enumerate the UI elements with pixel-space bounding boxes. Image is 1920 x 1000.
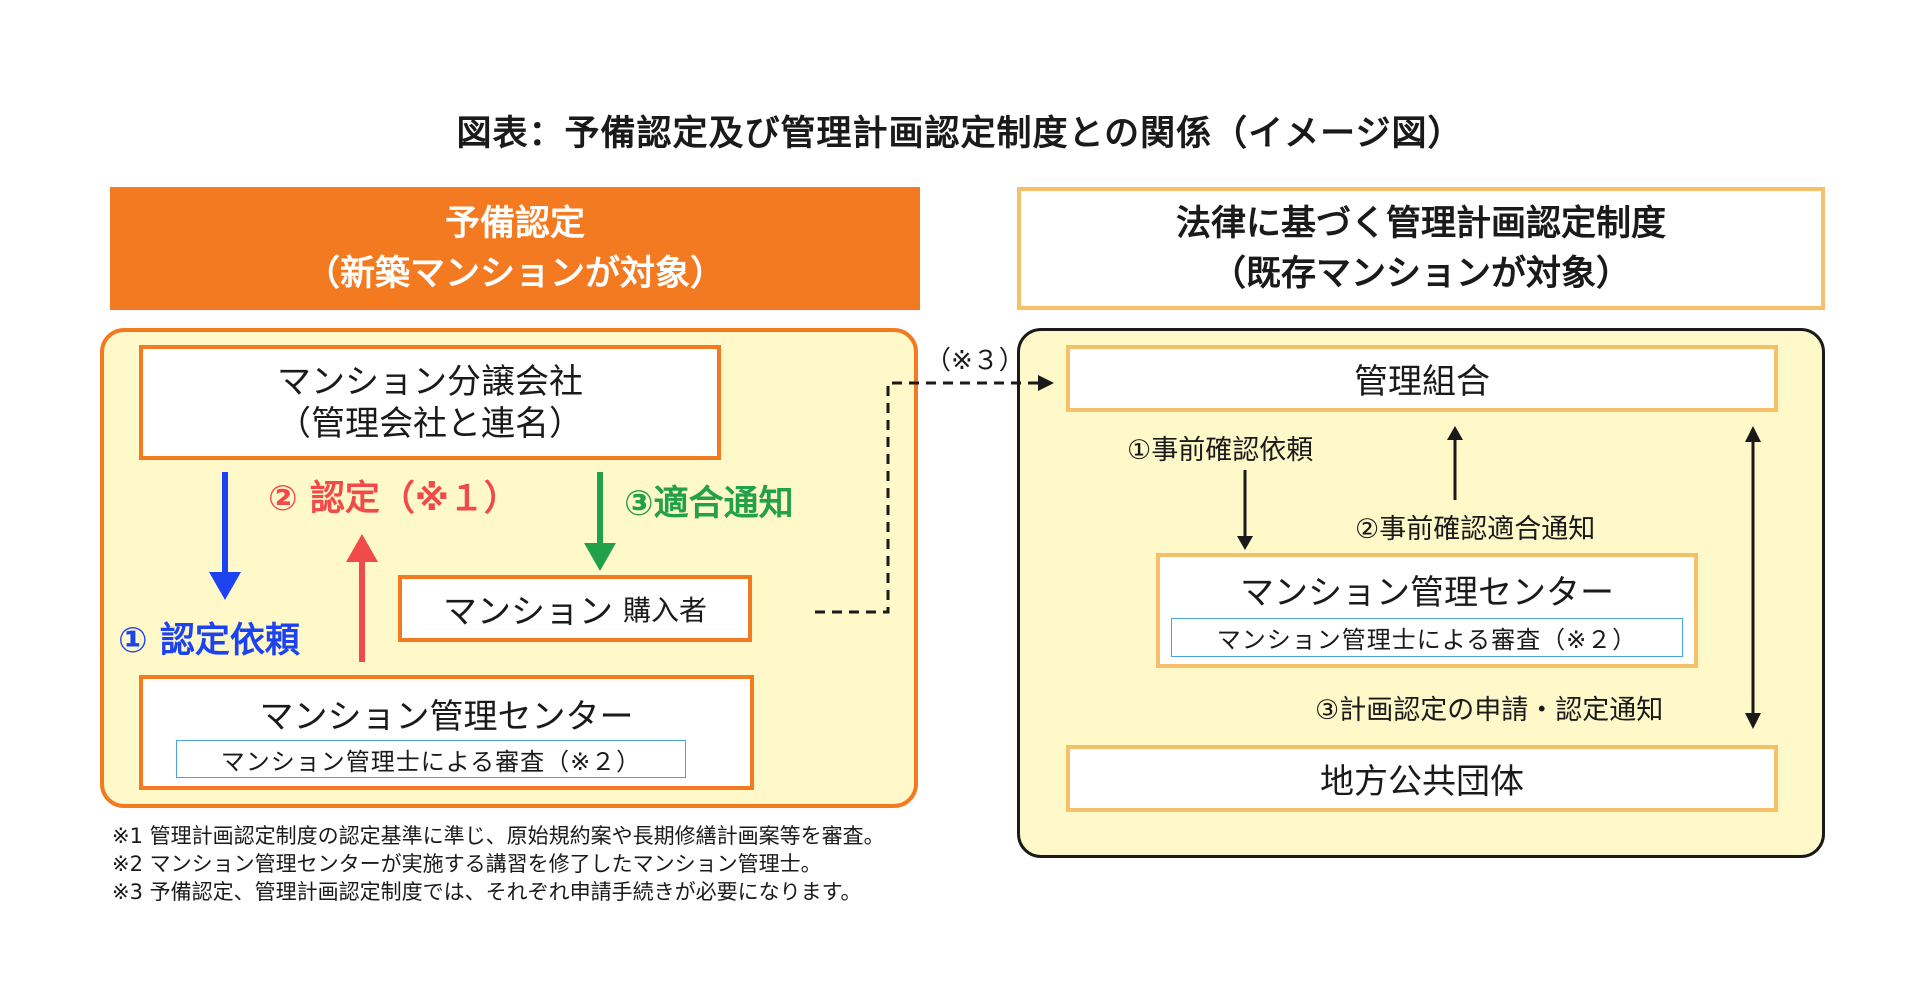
left-header-line1: 予備認定 bbox=[444, 203, 585, 244]
footnote-3: ※3 予備認定、管理計画認定制度では、それぞれ申請手続きが必要になります。 bbox=[112, 880, 862, 904]
left-header-line2: （新築マンションが対象） bbox=[304, 253, 725, 294]
management-association-box: 管理組合 bbox=[1066, 345, 1778, 412]
management-plan-certification-header: 法律に基づく管理計画認定制度 （既存マンションが対象） bbox=[1017, 187, 1825, 310]
left-review-box: マンション管理士による審査（※２） bbox=[176, 740, 686, 778]
right-center-name: マンション管理センター bbox=[1240, 573, 1614, 613]
left-center-name: マンション管理センター bbox=[259, 697, 634, 737]
preliminary-certification-header: 予備認定 （新築マンションが対象） bbox=[110, 187, 920, 310]
step2-certification: ② 認定（※１） bbox=[268, 479, 519, 519]
right-step1-label: ①事前確認依頼 bbox=[1127, 435, 1314, 466]
step3-arrow bbox=[584, 472, 616, 571]
buyer-label-small: 購入者 bbox=[622, 593, 707, 627]
step1-arrow bbox=[209, 472, 241, 600]
right-step3-label: ③計画認定の申請・認定通知 bbox=[1315, 695, 1664, 726]
developer-name: マンション分譲会社 bbox=[277, 361, 583, 402]
right-step3-double-arrow bbox=[1745, 426, 1761, 729]
right-review-box: マンション管理士による審査（※２） bbox=[1171, 618, 1683, 657]
developer-box: マンション分譲会社 （管理会社と連名） bbox=[139, 345, 721, 460]
buyer-label: マンション bbox=[442, 592, 613, 632]
connector-note-label: （※３） bbox=[925, 346, 1025, 376]
footnotes: ※1 管理計画認定制度の認定基準に準じ、原始規約案や長期修繕計画案等を審査。 ※… bbox=[112, 822, 885, 906]
connector-dashed-arrow bbox=[815, 375, 1054, 614]
developer-note: （管理会社と連名） bbox=[277, 403, 583, 444]
right-step1-arrow bbox=[1237, 470, 1253, 550]
right-step2-arrow bbox=[1447, 426, 1463, 500]
right-header-line1: 法律に基づく管理計画認定制度 bbox=[1175, 203, 1666, 244]
footnote-2: ※2 マンション管理センターが実施する講習を修了したマンション管理士。 bbox=[112, 852, 822, 876]
step2-arrow bbox=[346, 534, 378, 662]
step3-conformity-notice: ③適合通知 bbox=[624, 484, 794, 524]
right-header-line2: （既存マンションが対象） bbox=[1210, 253, 1631, 294]
local-government-box: 地方公共団体 bbox=[1066, 745, 1778, 812]
diagram-title: 図表：予備認定及び管理計画認定制度との関係（イメージ図） bbox=[456, 113, 1464, 154]
right-step2-label: ②事前確認適合通知 bbox=[1355, 514, 1596, 545]
step1-certification-request: ① 認定依頼 bbox=[118, 621, 300, 661]
buyer-box: マンション 購入者 bbox=[398, 575, 752, 642]
footnote-1: ※1 管理計画認定制度の認定基準に準じ、原始規約案や長期修繕計画案等を審査。 bbox=[112, 824, 885, 848]
